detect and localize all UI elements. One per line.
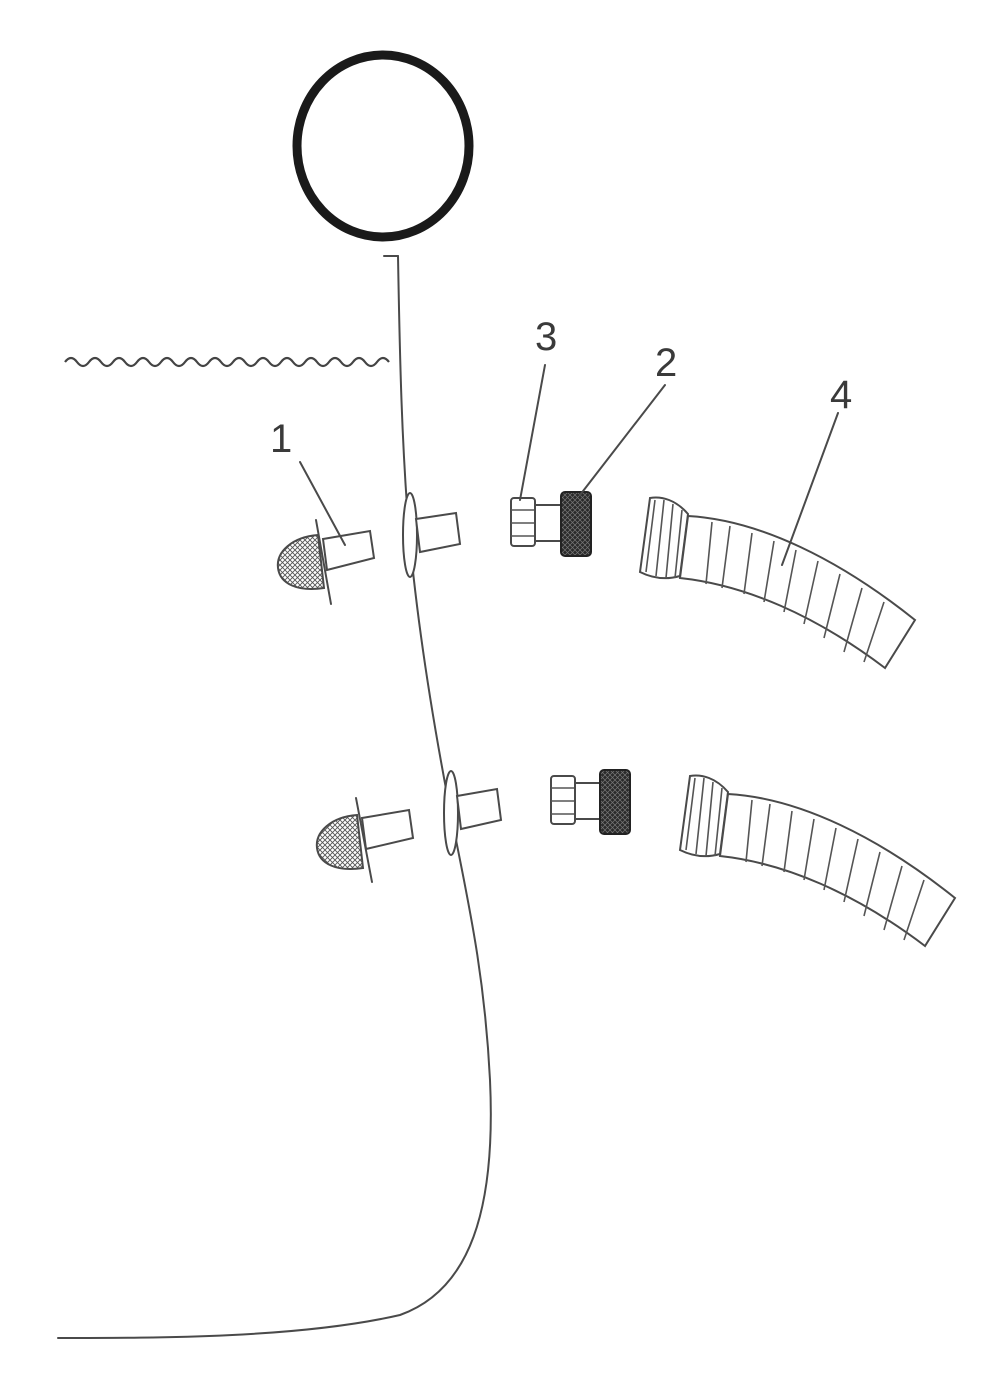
nut-lower: [550, 775, 604, 825]
callout-1: 1: [270, 417, 292, 461]
cap-upper: [560, 491, 592, 557]
leader-2: [579, 384, 666, 496]
wall-fitting-lower: [443, 770, 503, 856]
liquid-level-wave: [64, 356, 390, 368]
leader-4: [781, 412, 839, 566]
hanging-ring: [292, 50, 474, 242]
leader-1: [299, 461, 346, 546]
leader-3: [519, 364, 546, 501]
nut-upper: [510, 497, 564, 547]
wall-fitting-upper: [402, 492, 462, 578]
hose-lower: [678, 774, 957, 948]
strainer-upper: [276, 519, 376, 605]
callout-2: 2: [655, 341, 677, 385]
lower-assembly: [315, 769, 957, 948]
callout-3: 3: [535, 315, 557, 359]
bag-outline: [57, 255, 492, 1339]
hose-upper: [638, 496, 917, 670]
upper-assembly: [276, 491, 917, 670]
cap-lower: [599, 769, 631, 835]
leader-lines: [299, 364, 839, 566]
callout-4: 4: [830, 373, 852, 417]
strainer-lower: [315, 797, 415, 883]
